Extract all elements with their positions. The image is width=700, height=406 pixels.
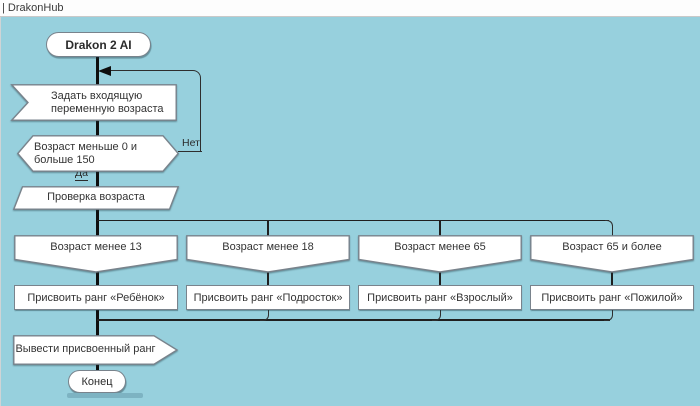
node-action-label: Присвоить ранг «Взрослый» [367, 291, 513, 304]
node-case[interactable]: Возраст 65 и более [530, 235, 694, 273]
loop-arrowhead-icon [98, 66, 111, 76]
node-action-label: Присвоить ранг «Ребёнок» [27, 291, 165, 304]
label-yes: Да [75, 167, 88, 181]
node-input-label: Задать входящую переменную возраста [51, 89, 164, 116]
node-input[interactable]: Задать входящую переменную возраста [10, 84, 177, 121]
connector-fanout-corner [604, 219, 613, 236]
app-title: | DrakonHub [2, 2, 64, 14]
connector-case-stub [267, 271, 269, 286]
connector-merge-corner [260, 309, 269, 321]
node-action[interactable]: Присвоить ранг «Пожилой» [530, 285, 694, 310]
node-output-label: Вывести присвоенный ранг [15, 343, 156, 355]
app-title-bar: | DrakonHub [0, 0, 700, 17]
node-action[interactable]: Присвоить ранг «Ребёнок» [14, 285, 178, 310]
choice-shape-icon [12, 186, 180, 210]
case-shape-icon [358, 235, 522, 273]
node-case-label: Возраст менее 18 [222, 240, 314, 253]
question-shape-icon [16, 135, 180, 172]
node-case[interactable]: Возраст менее 13 [14, 235, 178, 273]
node-question-label: Возраст меньше 0 и больше 150 [34, 140, 138, 167]
node-start-label: Drakon 2 AI [65, 37, 132, 52]
case-shape-icon [530, 235, 694, 273]
connector-case-stub [611, 271, 613, 286]
connector-no-loop [111, 70, 201, 152]
connector-merge [97, 319, 610, 321]
node-choice[interactable]: Проверка возраста [12, 186, 180, 210]
node-question[interactable]: Возраст меньше 0 и больше 150 [16, 135, 180, 172]
node-choice-label: Проверка возраста [47, 191, 145, 203]
node-case-label: Возраст 65 и более [562, 240, 662, 253]
connector-no-loop-stub [178, 150, 202, 152]
node-end[interactable]: Конец [68, 370, 126, 393]
node-action[interactable]: Присвоить ранг «Подросток» [186, 285, 350, 310]
connector-merge-corner [604, 309, 613, 321]
node-start[interactable]: Drakon 2 AI [46, 32, 151, 57]
output-shape-icon [13, 335, 179, 365]
connector-fanout-stub [267, 220, 269, 236]
node-output[interactable]: Вывести присвоенный ранг [13, 335, 179, 365]
connector-fanout-stub [439, 220, 441, 236]
node-end-label: Конец [81, 375, 113, 388]
node-case[interactable]: Возраст менее 18 [186, 235, 350, 273]
node-case-label: Возраст менее 65 [394, 240, 486, 253]
diagram-canvas[interactable]: Нет Да Drakon 2 AI Задать входящую перем… [0, 17, 700, 406]
node-action-label: Присвоить ранг «Пожилой» [541, 291, 683, 304]
connector-fanout [97, 219, 609, 222]
node-case[interactable]: Возраст менее 65 [358, 235, 522, 273]
node-action[interactable]: Присвоить ранг «Взрослый» [358, 285, 522, 310]
connector-case-stub [439, 271, 441, 286]
node-case-label: Возраст менее 13 [50, 240, 142, 253]
connector-merge-corner [432, 309, 441, 321]
connector-spine [96, 56, 99, 372]
case-shape-icon [14, 235, 178, 273]
case-shape-icon [186, 235, 350, 273]
horizontal-scrollbar-thumb[interactable] [67, 393, 143, 398]
input-shape-icon [10, 84, 177, 121]
label-no: Нет [182, 137, 200, 149]
node-action-label: Присвоить ранг «Подросток» [193, 291, 343, 304]
